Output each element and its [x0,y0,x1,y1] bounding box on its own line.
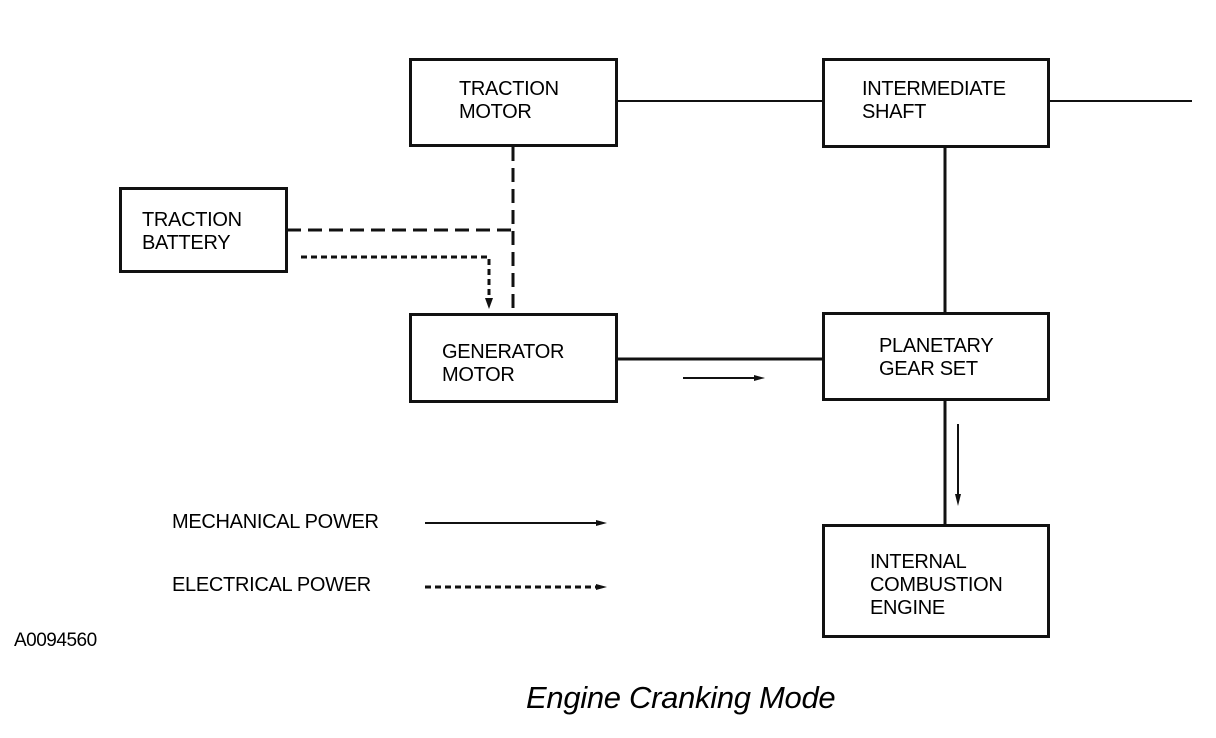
intermediate-shaft-box: INTERMEDIATE SHAFT [822,58,1050,148]
internal-combustion-engine-label: INTERNAL COMBUSTION ENGINE [870,551,1003,619]
traction-motor-label: TRACTION MOTOR [459,78,559,123]
intermediate-shaft-label: INTERMEDIATE SHAFT [862,78,1006,123]
internal-combustion-engine-box: INTERNAL COMBUSTION ENGINE [822,524,1050,638]
traction-battery-label: TRACTION BATTERY [142,209,242,254]
legend-mechanical-arrowhead [596,520,607,526]
mechanical-flow-arrowhead-horizontal [754,375,765,381]
traction-motor-box: TRACTION MOTOR [409,58,618,147]
diagram-caption: Engine Cranking Mode [526,680,836,715]
legend-mechanical-label: MECHANICAL POWER [172,511,379,533]
figure-id: A0094560 [14,630,97,651]
planetary-gear-set-box: PLANETARY GEAR SET [822,312,1050,401]
traction-battery-box: TRACTION BATTERY [119,187,288,273]
legend-electrical-label: ELECTRICAL POWER [172,574,371,596]
legend-electrical-arrowhead [596,584,607,590]
planetary-gear-set-label: PLANETARY GEAR SET [879,335,994,380]
generator-motor-label: GENERATOR MOTOR [442,341,565,386]
electrical-flow-arrow [301,255,491,300]
electrical-flow-arrowhead [485,298,493,309]
mechanical-flow-arrowhead-vertical [955,494,961,506]
generator-motor-box: GENERATOR MOTOR [409,313,618,403]
